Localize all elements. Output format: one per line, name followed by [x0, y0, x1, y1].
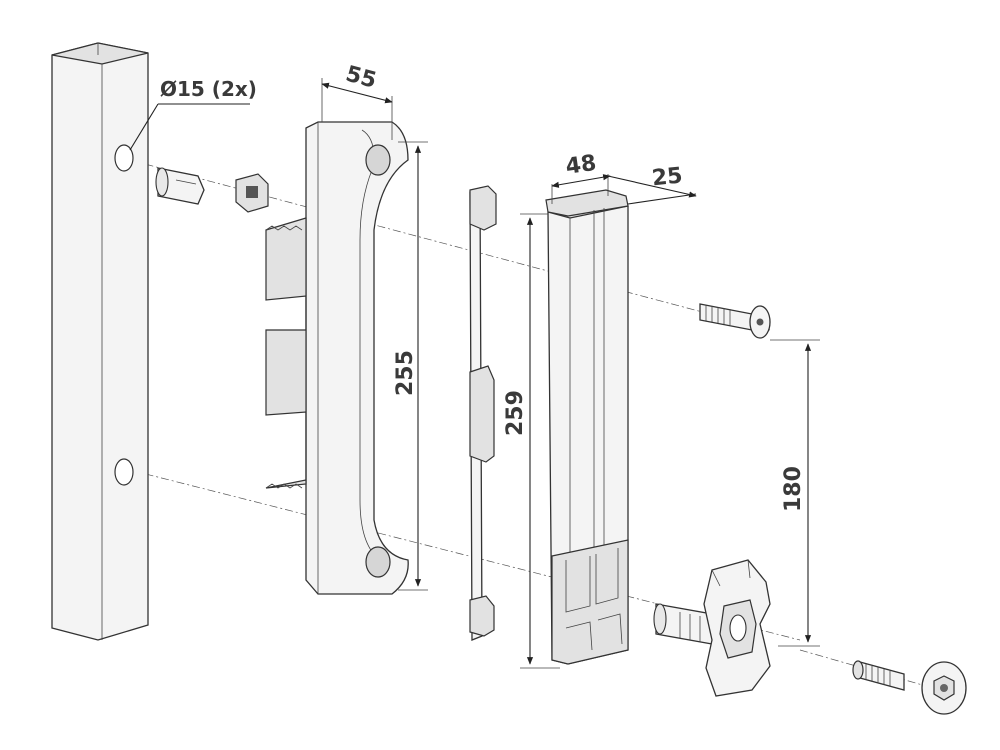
assembly-axis-lines: [129, 159, 941, 691]
screw-spacing-dimension: 180: [770, 339, 820, 647]
mounting-plate: [265, 121, 409, 595]
hole-diameter-callout: Ø15 (2x): [129, 77, 257, 151]
insert-bushing: [155, 167, 205, 205]
countersunk-screw: [699, 303, 771, 339]
plate-height-dimension: 255: [393, 141, 428, 591]
lower-bushing: [653, 603, 717, 645]
strike-keeper: [703, 559, 771, 697]
post-hole-lower: [114, 458, 134, 486]
housing-width-label: 48: [564, 151, 598, 180]
square-nut: [235, 173, 269, 213]
plate-height-label: 255: [393, 350, 418, 396]
lock-housing: [545, 189, 629, 665]
screw-spacing-label: 180: [781, 466, 806, 512]
washer-nut: [921, 661, 967, 715]
plate-hole-upper: [365, 144, 391, 176]
square-post: [51, 42, 149, 641]
housing-depth-label: 25: [651, 163, 684, 191]
housing-height-label: 259: [503, 390, 528, 436]
plate-hole-lower: [365, 546, 391, 578]
bottom-screw: [852, 660, 905, 691]
post-hole-upper: [114, 144, 134, 172]
housing-width-dimension: 48: [551, 151, 611, 204]
housing-depth-dimension: 25: [607, 163, 697, 205]
housing-height-dimension: 259: [503, 213, 560, 669]
hole-diameter-label: Ø15 (2x): [160, 77, 257, 101]
plate-width-label: 55: [343, 62, 379, 94]
gasket-strip: [469, 185, 497, 641]
